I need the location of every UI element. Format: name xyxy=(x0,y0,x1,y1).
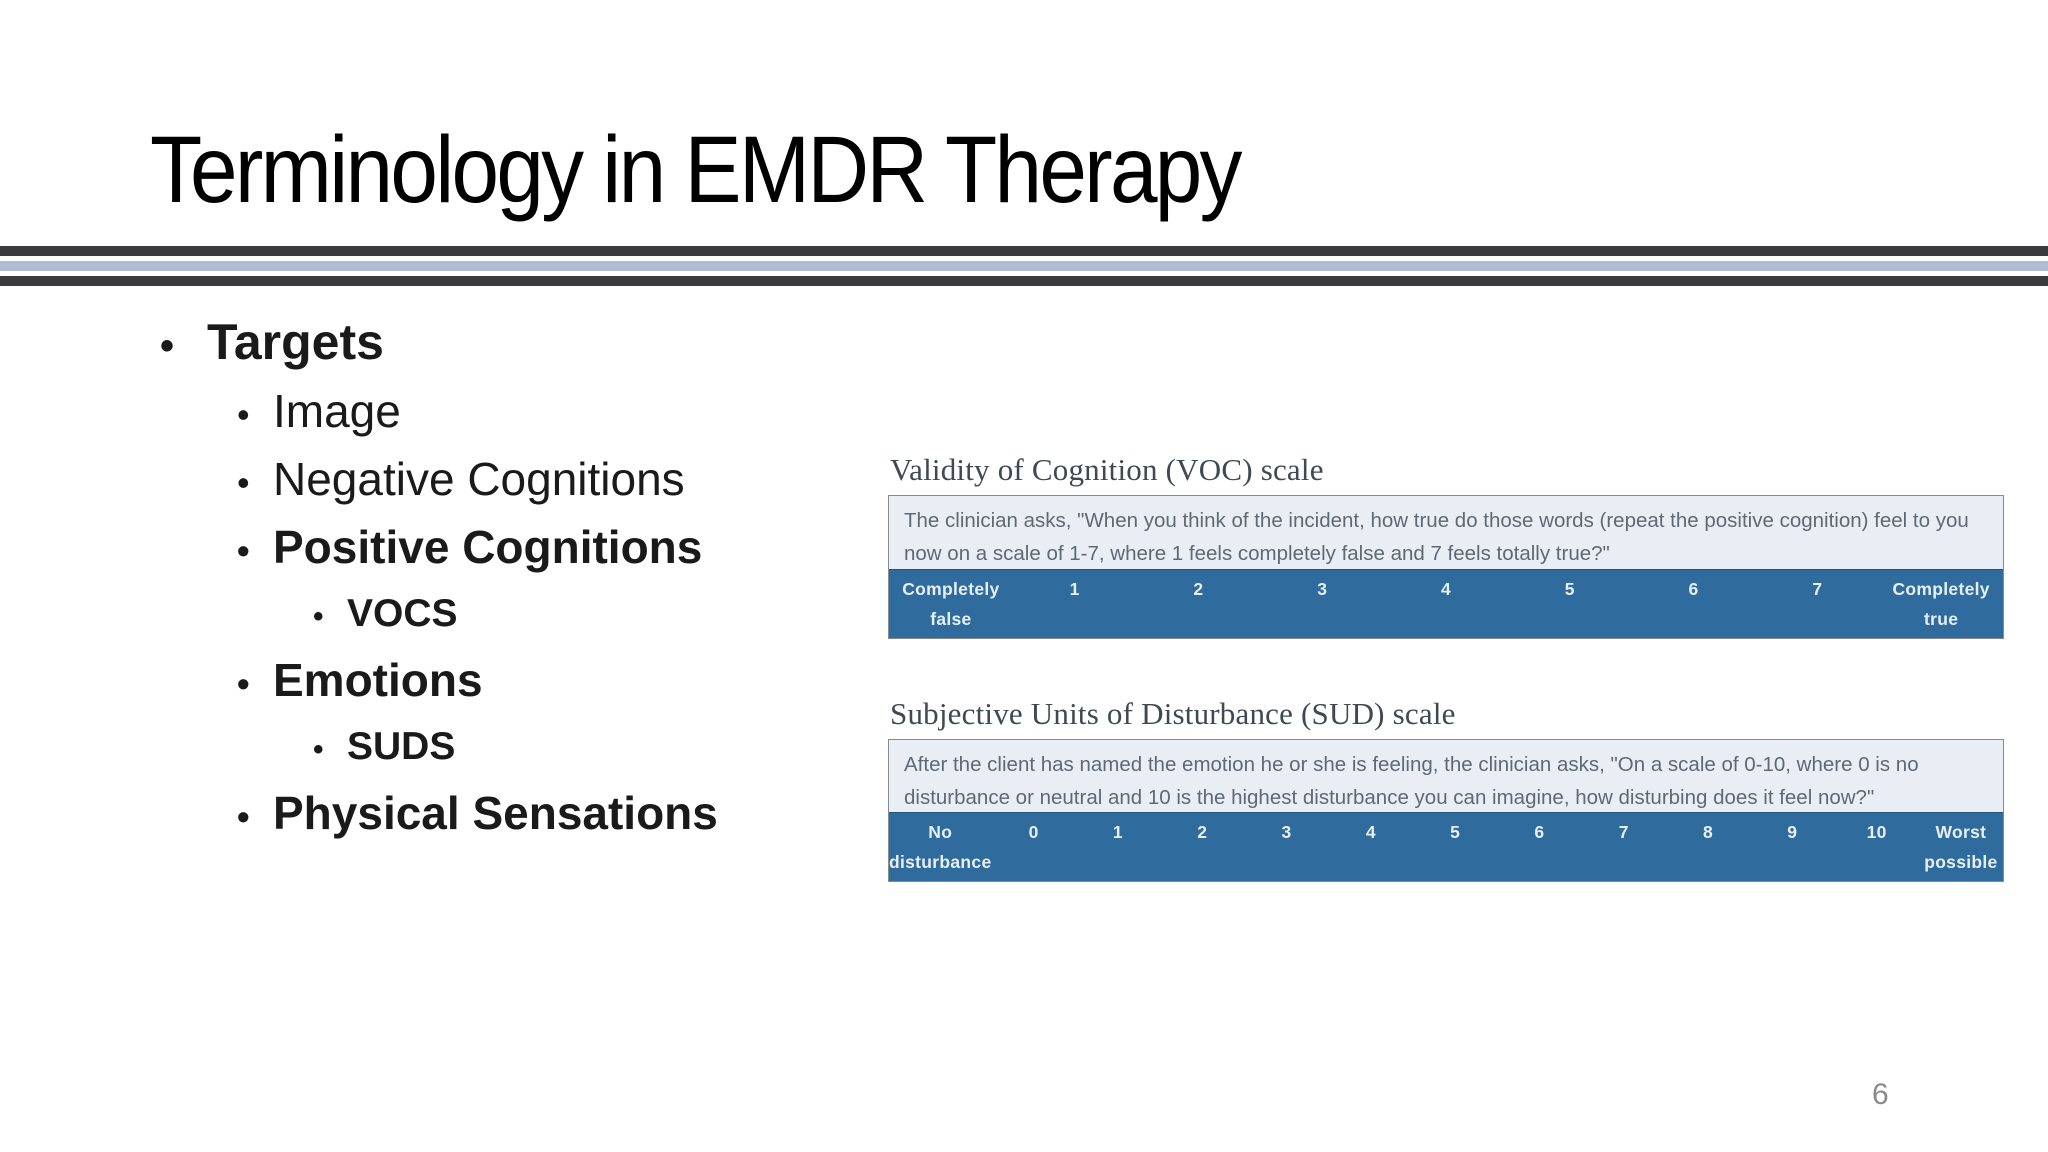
bullet-item-negative-cognitions: • Negative Cognitions xyxy=(150,445,718,513)
bullet-label: Physical Sensations xyxy=(273,787,718,839)
bullet-icon: • xyxy=(313,600,324,633)
voc-scale-point: 1 xyxy=(1013,570,1137,638)
voc-point-value: 1 xyxy=(1069,579,1080,599)
bullet-label: SUDS xyxy=(347,725,456,768)
sud-point-value: 1 xyxy=(1112,822,1123,842)
voc-scale-point: 5 xyxy=(1508,570,1632,638)
sud-right-label-line1: Worst xyxy=(1935,822,1987,842)
title-divider-top-line xyxy=(0,246,2048,256)
sud-scale-bar: No disturbance 0 1 2 3 4 5 6 7 8 9 10 Wo… xyxy=(889,812,2003,881)
voc-scale-figure: Validity of Cognition (VOC) scale The cl… xyxy=(888,452,2004,639)
bullet-label: Targets xyxy=(207,314,384,370)
voc-point-value: 4 xyxy=(1440,579,1452,599)
voc-scale-point: 7 xyxy=(1755,570,1879,638)
voc-scale-point: 4 xyxy=(1384,570,1508,638)
sud-scale-point: 10 xyxy=(1834,813,1918,881)
bullet-item-emotions: • Emotions xyxy=(150,646,718,714)
bullet-item-image: • Image xyxy=(150,377,718,445)
sud-point-value: 2 xyxy=(1197,822,1208,842)
bullet-item-targets: • Targets xyxy=(150,308,718,377)
bullet-icon: • xyxy=(160,324,175,368)
sud-point-value: 4 xyxy=(1365,822,1376,842)
bullet-icon: • xyxy=(237,394,250,435)
bullet-item-vocs: • VOCS xyxy=(150,581,718,646)
sud-scale-point: 4 xyxy=(1329,813,1413,881)
voc-scale-heading: Validity of Cognition (VOC) scale xyxy=(890,452,1324,487)
sud-point-value: 7 xyxy=(1618,822,1629,842)
voc-right-label-line2: true xyxy=(1924,609,1959,629)
page-number: 6 xyxy=(1872,1078,1889,1111)
sud-left-label-line1: No xyxy=(928,822,953,842)
sud-scale-point: 1 xyxy=(1076,813,1160,881)
sud-scale-question: After the client has named the emotion h… xyxy=(889,740,2003,812)
voc-scale-point: 3 xyxy=(1260,570,1384,638)
bullet-label: Negative Cognitions xyxy=(273,453,685,505)
sud-point-value: 10 xyxy=(1866,822,1887,842)
sud-scale-point: 5 xyxy=(1413,813,1497,881)
bullet-icon: • xyxy=(237,663,250,704)
sud-scale-point: 0 xyxy=(992,813,1076,881)
sud-point-value: 3 xyxy=(1281,822,1292,842)
sud-scale-point: 7 xyxy=(1582,813,1666,881)
sud-scale-figure: Subjective Units of Disturbance (SUD) sc… xyxy=(888,696,2004,882)
bullet-label: Image xyxy=(273,385,401,437)
sud-scale-point: 9 xyxy=(1750,813,1834,881)
sud-point-value: 0 xyxy=(1028,822,1039,842)
sud-right-label-line2: possible xyxy=(1924,852,1998,872)
sud-scale-point: 2 xyxy=(1160,813,1244,881)
voc-scale-point: 6 xyxy=(1632,570,1756,638)
title-divider-bottom-line xyxy=(0,276,2048,286)
voc-left-label-line2: false xyxy=(930,609,972,629)
bullet-icon: • xyxy=(237,796,250,837)
sud-point-value: 9 xyxy=(1787,822,1798,842)
voc-scale-question: The clinician asks, "When you think of t… xyxy=(889,496,2003,569)
bullet-icon: • xyxy=(237,530,250,571)
voc-point-value: 6 xyxy=(1688,579,1699,599)
bullet-label: Positive Cognitions xyxy=(273,521,703,573)
bullet-list: • Targets • Image • Negative Cognitions • Po… xyxy=(150,308,718,847)
sud-point-value: 6 xyxy=(1534,822,1545,842)
voc-point-value: 7 xyxy=(1812,579,1823,599)
sud-scale-heading: Subjective Units of Disturbance (SUD) sc… xyxy=(890,696,1456,731)
bullet-label: VOCS xyxy=(347,592,458,635)
bullet-item-physical-sensations: • Physical Sensations xyxy=(150,779,718,847)
sud-left-label-line2: disturbance xyxy=(889,852,992,872)
voc-scale-bar: Completely false 1 2 3 4 5 6 7 Completel… xyxy=(889,569,2003,638)
voc-left-label-line1: Completely xyxy=(902,579,1000,599)
voc-scale-point: 2 xyxy=(1137,570,1261,638)
bullet-icon: • xyxy=(313,733,324,766)
voc-right-label-line1: Completely xyxy=(1892,579,1990,599)
sud-point-value: 8 xyxy=(1703,822,1714,842)
bullet-item-positive-cognitions: • Positive Cognitions xyxy=(150,513,718,581)
voc-point-value: 5 xyxy=(1564,579,1575,599)
sud-scale-point: 6 xyxy=(1497,813,1581,881)
sud-scale-table: After the client has named the emotion h… xyxy=(888,739,2004,882)
bullet-icon: • xyxy=(237,462,250,503)
sud-scale-point: 3 xyxy=(1244,813,1328,881)
voc-scale-left-label: Completely false xyxy=(889,570,1013,638)
bullet-item-suds: • SUDS xyxy=(150,714,718,779)
sud-scale-right-label: Worst possible xyxy=(1919,813,2003,881)
voc-scale-right-label: Completely true xyxy=(1879,570,2003,638)
voc-point-value: 2 xyxy=(1193,579,1204,599)
title-divider-middle-line xyxy=(0,261,2048,271)
slide-title: Terminology in EMDR Therapy xyxy=(150,117,1242,223)
sud-scale-point: 8 xyxy=(1666,813,1750,881)
sud-scale-left-label: No disturbance xyxy=(889,813,992,881)
bullet-label: Emotions xyxy=(273,654,483,706)
voc-point-value: 3 xyxy=(1317,579,1328,599)
voc-scale-table: The clinician asks, "When you think of t… xyxy=(888,495,2004,639)
sud-point-value: 5 xyxy=(1450,822,1461,842)
